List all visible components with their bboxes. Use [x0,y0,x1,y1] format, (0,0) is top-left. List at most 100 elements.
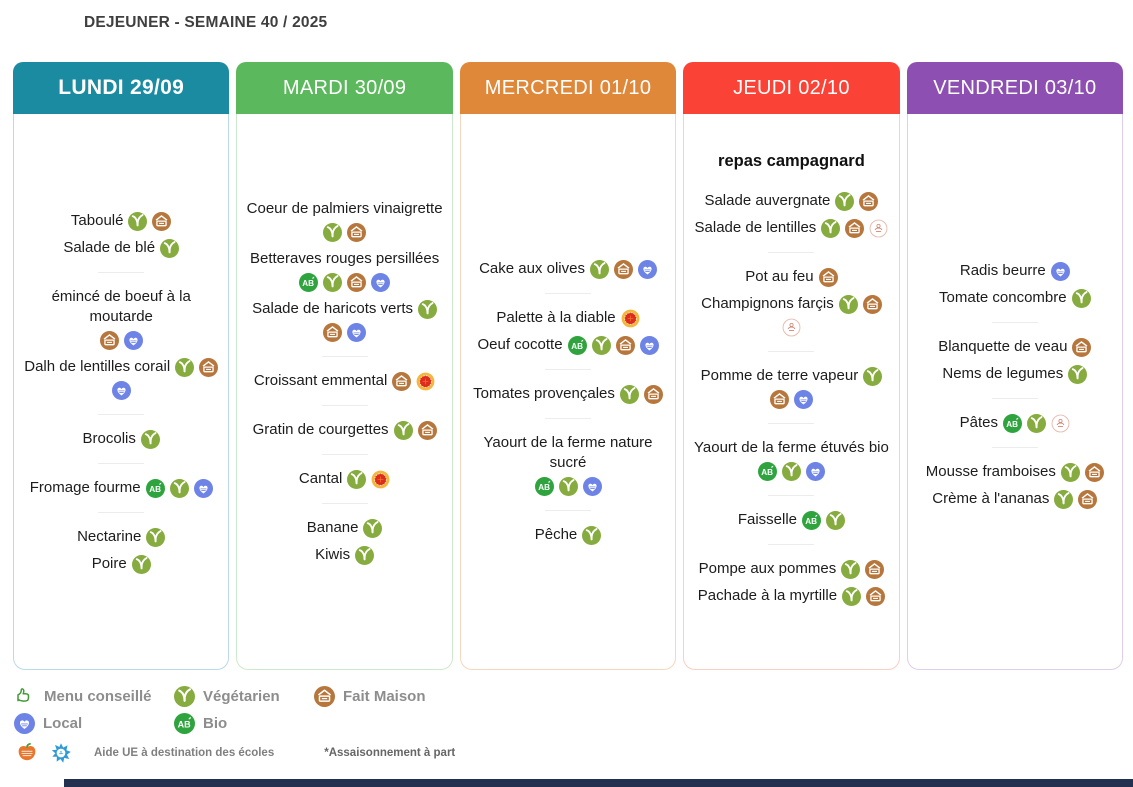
legend-entry-local: Local [14,711,174,735]
menu-item: Crème à l'ananas [917,489,1113,509]
fait-maison-icon [347,273,367,292]
menu-item-label: Pomme de terre vapeur [700,367,859,384]
aop-label-icon [621,309,640,328]
svg-text:AB: AB [761,468,773,477]
day-header: MARDI 30/09 [236,62,453,114]
menu-item: Poire [23,554,219,574]
svg-text:AB: AB [538,483,550,492]
legend-entry-vegetarien: Végétarien [174,684,314,708]
vegetarian-icon [863,366,883,386]
course-divider [991,322,1038,323]
menu-item: Blanquette de veau [917,337,1113,357]
course-divider [98,414,145,415]
menu-item-label: Faisselle [737,511,798,528]
red-label-icon [1051,414,1070,433]
legend-label-vegetarien: Végétarien [203,687,280,705]
vegetarian-icon [323,223,343,242]
fait-maison-icon [152,211,172,231]
vegetarian-icon [128,211,148,231]
menu-item: Salade auvergnate [693,191,889,211]
vegetarian-icon [363,518,383,538]
menu-item: Brocolis [23,429,219,449]
menu-item: Salade de haricots verts [246,299,442,342]
bio-icon: AB [174,712,195,734]
menu-item: Radis beurre [917,261,1113,281]
local-icon [1050,261,1070,281]
vegetarian-icon [323,273,343,292]
course-divider [321,503,368,504]
bio-icon: AB [567,335,587,355]
vegetarian-icon [558,477,578,496]
local-icon [111,381,131,400]
vegetarian-icon [160,238,180,258]
bio-icon: AB [757,462,777,481]
menu-item-label: Pompe aux pommes [698,560,837,577]
local-icon [639,335,659,355]
vegetarian-icon [1068,364,1088,384]
menu-item: Pêche [470,525,666,545]
legend-label-menu-conseille: Menu conseillé [44,687,152,705]
menu-item-label: Oeuf cocotte [477,336,563,353]
menu-item-label: Brocolis [82,430,136,447]
menu-item: Pompe aux pommes [693,559,889,579]
legend-label-aide-ue: Aide UE à destination des écoles [94,747,275,759]
menu-item-label: Croissant emmental [253,372,388,389]
fait-maison-icon [314,685,335,707]
menu-item: Pot au feu [693,267,889,287]
menu-item: Tomate concombre [917,288,1113,308]
aop-label-icon [371,470,390,489]
menu-item-label: Banane [306,519,359,536]
menu-item-label: Crème à l'ananas [932,490,1050,507]
vegetarian-icon [582,525,602,545]
course-divider [991,398,1038,399]
bottom-bar [64,779,1133,787]
menu-item: Faisselle AB [693,510,889,530]
fait-maison-icon [818,267,838,287]
menu-item: Banane [246,518,442,538]
fait-maison-icon [769,390,789,409]
fait-maison-icon [1078,489,1098,509]
aop-label-icon [416,372,435,391]
menu-item: Pachade à la myrtille [693,586,889,606]
day-header: MERCREDI 01/10 [459,62,677,114]
svg-text:AB: AB [805,516,817,525]
vegetarian-icon [835,191,855,211]
menu-item: Croissant emmental [246,371,442,391]
menu-item-label: Salade de lentilles [694,219,817,236]
legend-entry-bio: AB Bio [174,711,314,735]
svg-text:AB: AB [149,484,161,493]
menu-item-label: Cantal [298,470,343,487]
menu-item-label: Salade de haricots verts [252,300,414,317]
fait-maison-icon [613,259,633,279]
eu-fruit-scheme-icon [14,740,40,766]
red-label-icon [782,318,801,337]
vegetarian-icon [175,357,195,377]
fait-maison-icon [845,218,865,238]
course-divider [545,510,592,511]
thumbs-up-icon [14,685,36,707]
local-icon [347,323,367,342]
menu-item-label: Cake aux olives [479,260,585,277]
legend-entry-menu-conseille: Menu conseillé [14,684,174,708]
menu-item: émincé de boeuf à la moutarde [23,287,219,350]
menu-item-label: Dalh de lentilles corail [24,358,171,375]
menu-item-label: Gratin de courgettes [252,421,389,438]
menu-item-label: Pêche [534,526,578,543]
bio-icon: AB [534,477,554,496]
page-title: DEJEUNER - SEMAINE 40 / 2025 [84,14,328,31]
menu-item: Cake aux olives [470,259,666,279]
fait-maison-icon [859,191,879,211]
menu-item-label: Pâtes [959,414,998,431]
course-divider [321,405,368,406]
svg-text:AB: AB [1006,419,1018,428]
menu-item-label: Nectarine [77,528,142,545]
menu-item: Tomates provençales [470,384,666,404]
menu-item-label: Palette à la diable [496,309,616,326]
fait-maison-icon [323,323,343,342]
